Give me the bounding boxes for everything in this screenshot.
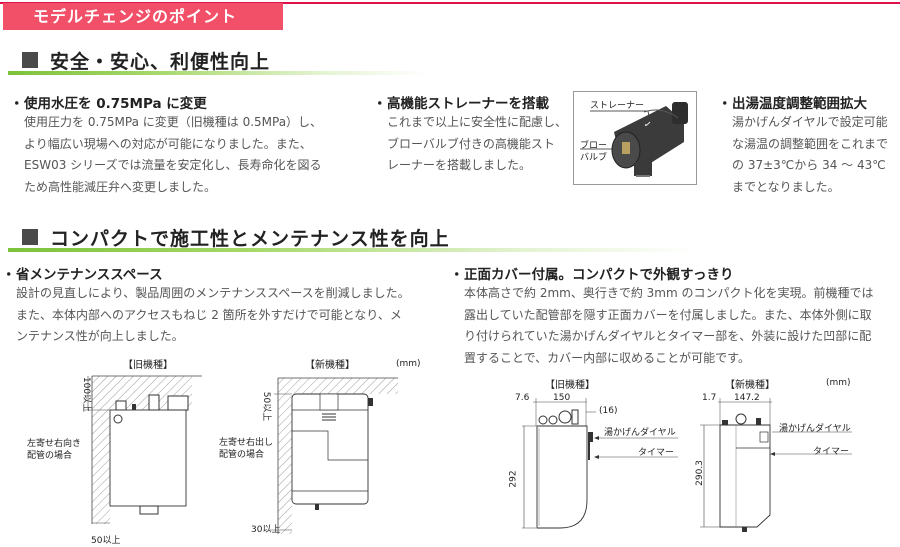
new-note-label-2: 配管の場合 (219, 450, 265, 460)
new-width-dim: 147.2 (734, 393, 760, 403)
dial-callout-label: 湯かげんダイヤル (604, 428, 676, 438)
heading-underline (8, 71, 428, 75)
dial-callout-label-2: 湯かげんダイヤル (779, 424, 851, 434)
unit-label: (mm) (396, 359, 421, 369)
feature-title: ・出湯温度調整範囲拡大 (718, 92, 888, 112)
old-model-label: 【旧機種】 (123, 360, 173, 371)
old-offset-dim: 7.6 (515, 393, 530, 403)
bullet-dot-icon: ・ (10, 96, 24, 112)
feature-maintenance-space: ・省メンテナンススペース 設計の見直しにより、製品周囲のメンテナンススペースを削… (2, 263, 410, 348)
feature-water-pressure: ・使用水圧を 0.75MPa に変更 使用圧力を 0.75MPa に変更（旧機種… (10, 92, 322, 198)
unit-label-2: (mm) (826, 378, 851, 388)
strainer-figure: ストレーナー ブロー バルブ (573, 91, 697, 185)
feature-title: ・使用水圧を 0.75MPa に変更 (10, 92, 322, 112)
feature-body: 湯かげんダイヤルで設定可能 な湯温の調整範囲をこれまで の 37±3℃から 34… (732, 115, 889, 194)
bullet-dot-icon: ・ (373, 96, 387, 112)
bullet-dot-icon: ・ (718, 96, 732, 112)
new-offset-dim: 1.7 (702, 393, 717, 403)
new-model-label: 【新機種】 (305, 360, 355, 371)
old-side-clearance-dim: 50以上 (91, 536, 121, 546)
blow-valve-label-2: バルブ (580, 153, 608, 163)
strainer-illustration-icon (580, 102, 688, 177)
feature-front-cover: ・正面カバー付属。コンパクトで外観すっきり 本体高さで約 2mm、奥行きで約 3… (450, 263, 873, 369)
new-model-label-2: 【新機種】 (725, 380, 775, 391)
square-bullet-icon (22, 52, 38, 68)
timer-callout-label: タイマー (638, 448, 675, 458)
bullet-dot-icon: ・ (450, 267, 464, 283)
feature-temperature-range: ・出湯温度調整範囲拡大 湯かげんダイヤルで設定可能 な湯温の調整範囲をこれまで … (718, 92, 888, 198)
old-width-dim: 150 (553, 393, 571, 403)
strainer-label: ストレーナー (590, 101, 645, 111)
banner-rule (0, 2, 900, 4)
feature-body: これまで以上に安全性に配慮し、 ブローバルブ付きの高機能スト レーナーを搭載しま… (387, 115, 568, 172)
section-heading-text: 安全・安心、利便性向上 (50, 51, 271, 73)
feature-strainer: ・高機能ストレーナーを搭載 これまで以上に安全性に配慮し、 ブローバルブ付きの高… (373, 92, 567, 177)
old-model-label-2: 【旧機種】 (545, 380, 595, 391)
new-note-label: 左寄せ右出し (219, 438, 274, 448)
feature-body: 使用圧力を 0.75MPa に変更（旧機種は 0.5MPa）し、 より幅広い現場… (24, 115, 323, 194)
feature-title: ・高機能ストレーナーを搭載 (373, 92, 567, 112)
blow-valve-label: ブロー (580, 141, 608, 151)
section-heading-text: コンパクトで施工性とメンテナンス性を向上 (50, 228, 450, 250)
old-protrusion-dim: (16) (599, 406, 618, 416)
heading-underline (8, 248, 698, 252)
feature-title: ・省メンテナンススペース (2, 263, 410, 283)
feature-body: 本体高さで約 2mm、奥行きで約 3mm のコンパクト化を実現。前機種では 露出… (464, 286, 874, 365)
feature-body: 設計の見直しにより、製品周囲のメンテナンススペースを削減しました。 また、本体内… (16, 286, 410, 343)
bullet-dot-icon: ・ (2, 267, 16, 283)
new-side-clearance-dim: 30以上 (251, 525, 281, 535)
old-note-label: 左寄せ右向き (27, 439, 82, 449)
old-note-label-2: 配管の場合 (27, 451, 73, 461)
feature-title: ・正面カバー付属。コンパクトで外観すっきり (450, 263, 873, 283)
square-bullet-icon (22, 229, 38, 245)
timer-callout-label-2: タイマー (813, 447, 850, 457)
banner-title: モデルチェンジのポイント (3, 3, 283, 30)
